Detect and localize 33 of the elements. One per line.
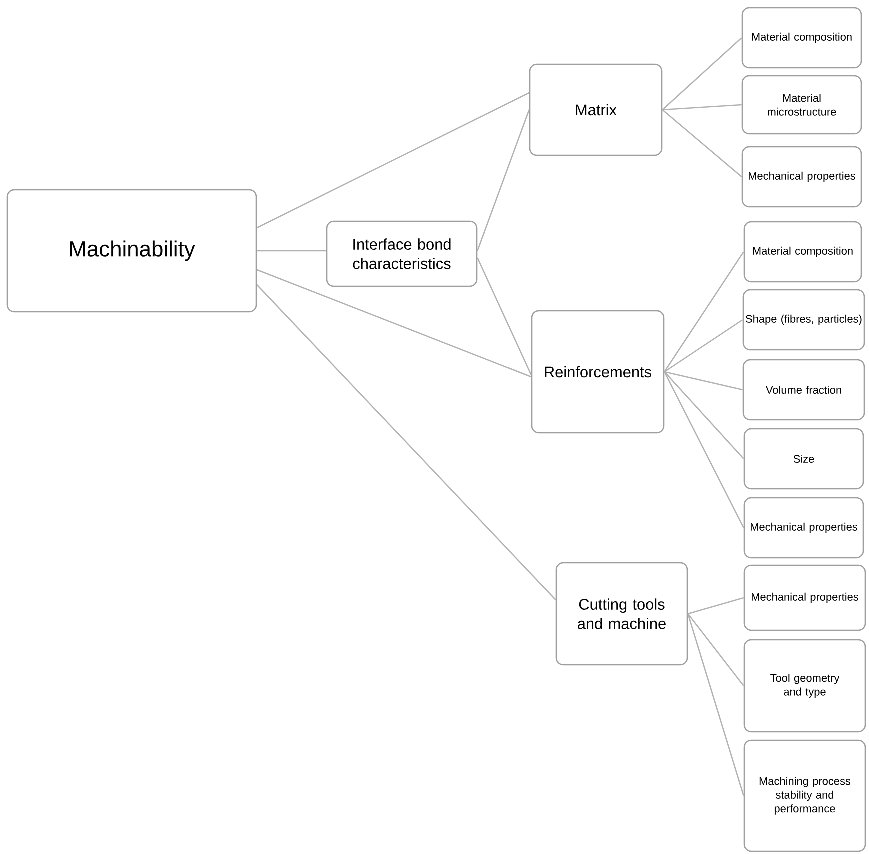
- box: Tool geometry and type: [744, 639, 866, 733]
- connector-line: [688, 614, 744, 796]
- connector-line: [257, 250, 326, 252]
- box: Material microstructure: [742, 75, 862, 135]
- connector-line: [256, 269, 532, 378]
- connector-line: [664, 372, 744, 528]
- connector-line: [256, 92, 530, 229]
- box: Size: [744, 428, 864, 490]
- box: Mechanical properties: [744, 497, 864, 559]
- connector-line: [664, 372, 744, 460]
- box: Mechanical properties: [744, 564, 866, 632]
- box: Machining process stability and performance: [744, 740, 866, 852]
- connector-line: [256, 284, 556, 600]
- box: Volume fraction: [742, 359, 866, 421]
- box: Reinforcements: [531, 310, 665, 434]
- connector-line: [477, 110, 530, 252]
- connector-line: [664, 252, 744, 372]
- box: Shape (fibres, particles): [742, 289, 866, 351]
- box: Interface bond characteristics: [326, 220, 478, 288]
- connector-line: [662, 104, 742, 111]
- box: Material composition: [744, 221, 862, 283]
- box: Material composition: [742, 7, 862, 69]
- box: Matrix: [529, 64, 663, 156]
- connector-line: [477, 258, 532, 376]
- connector-line: [662, 110, 742, 178]
- connector-line: [688, 614, 744, 686]
- box: Cutting tools and machine: [556, 562, 688, 666]
- box: Machinability: [6, 189, 258, 313]
- connector-line: [664, 319, 744, 373]
- connector-line: [664, 371, 743, 391]
- box: Mechanical properties: [742, 146, 862, 208]
- connector-line: [688, 597, 744, 615]
- connector-line: [662, 38, 742, 110]
